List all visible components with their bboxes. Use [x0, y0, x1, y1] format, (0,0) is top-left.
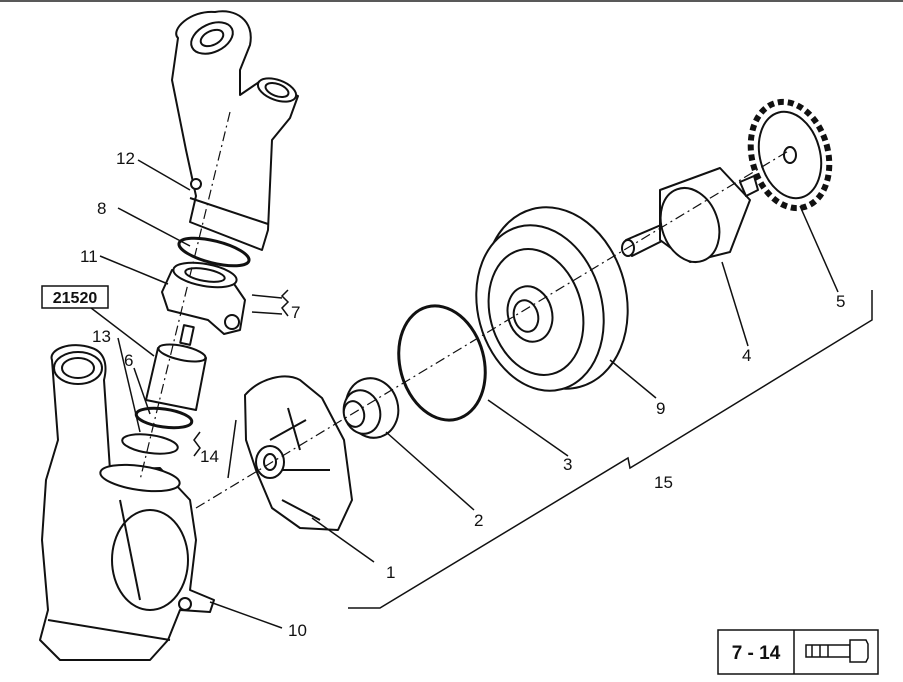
part-3-o-ring	[397, 304, 487, 422]
part-5-gear	[747, 98, 833, 212]
part-11-thermostat-housing	[161, 261, 246, 335]
callout-labels: 1 2 3 4 5 6 7 8 9 10 11 12 13 14 15	[80, 149, 845, 640]
callout-14: 14	[200, 447, 219, 466]
callout-11: 11	[80, 247, 98, 266]
callout-7: 7	[291, 303, 300, 322]
page-reference-text: 7 - 14	[732, 643, 781, 664]
part-21520-thermostat	[145, 324, 207, 411]
boxed-part-number: 21520	[41, 285, 109, 309]
callout-15: 15	[654, 473, 673, 492]
part-13-gasket	[121, 433, 179, 455]
boxed-part-number-text: 21520	[53, 290, 98, 307]
part-1-impeller	[244, 375, 353, 531]
callout-9: 9	[656, 399, 665, 418]
callout-10: 10	[288, 621, 307, 640]
callout-6: 6	[124, 351, 133, 370]
part-8-o-ring	[177, 236, 251, 268]
callout-3: 3	[563, 455, 572, 474]
callout-5: 5	[836, 292, 845, 311]
leader-lines	[77, 159, 873, 629]
callout-2: 2	[474, 511, 483, 530]
part-2-shaft-seal	[342, 377, 400, 439]
part-4-bearing-shaft	[621, 167, 759, 263]
page-reference-box: 7 - 14	[717, 629, 879, 675]
part-10-pump-housing	[39, 344, 215, 661]
part-9-pulley	[475, 206, 629, 392]
axis-lines	[139, 111, 791, 509]
bolt-icon	[805, 639, 869, 663]
callout-4: 4	[742, 346, 751, 365]
callout-12: 12	[116, 149, 135, 168]
callout-13: 13	[92, 327, 111, 346]
part-12-outlet-pipe	[171, 10, 299, 251]
callout-1: 1	[386, 563, 395, 582]
part-6-seal	[134, 406, 194, 430]
callout-8: 8	[97, 199, 106, 218]
